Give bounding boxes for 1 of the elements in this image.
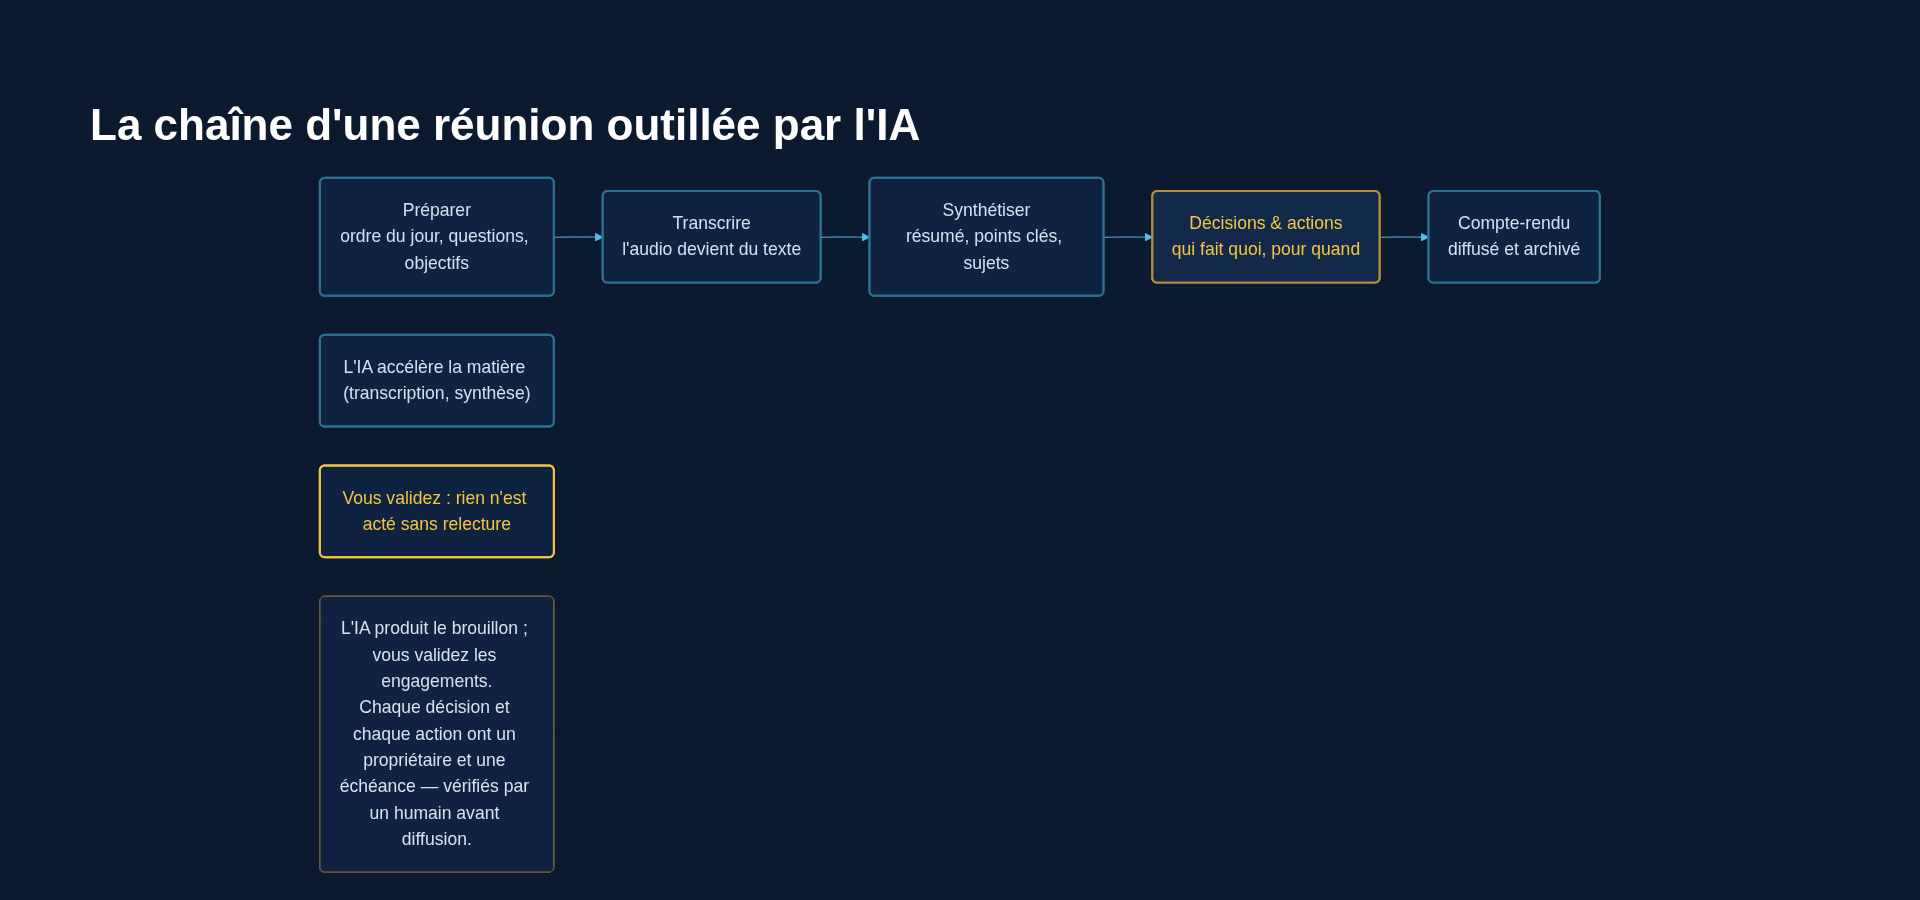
diagram-title: La chaîne d'une réunion outillée par l'IA — [90, 100, 922, 150]
